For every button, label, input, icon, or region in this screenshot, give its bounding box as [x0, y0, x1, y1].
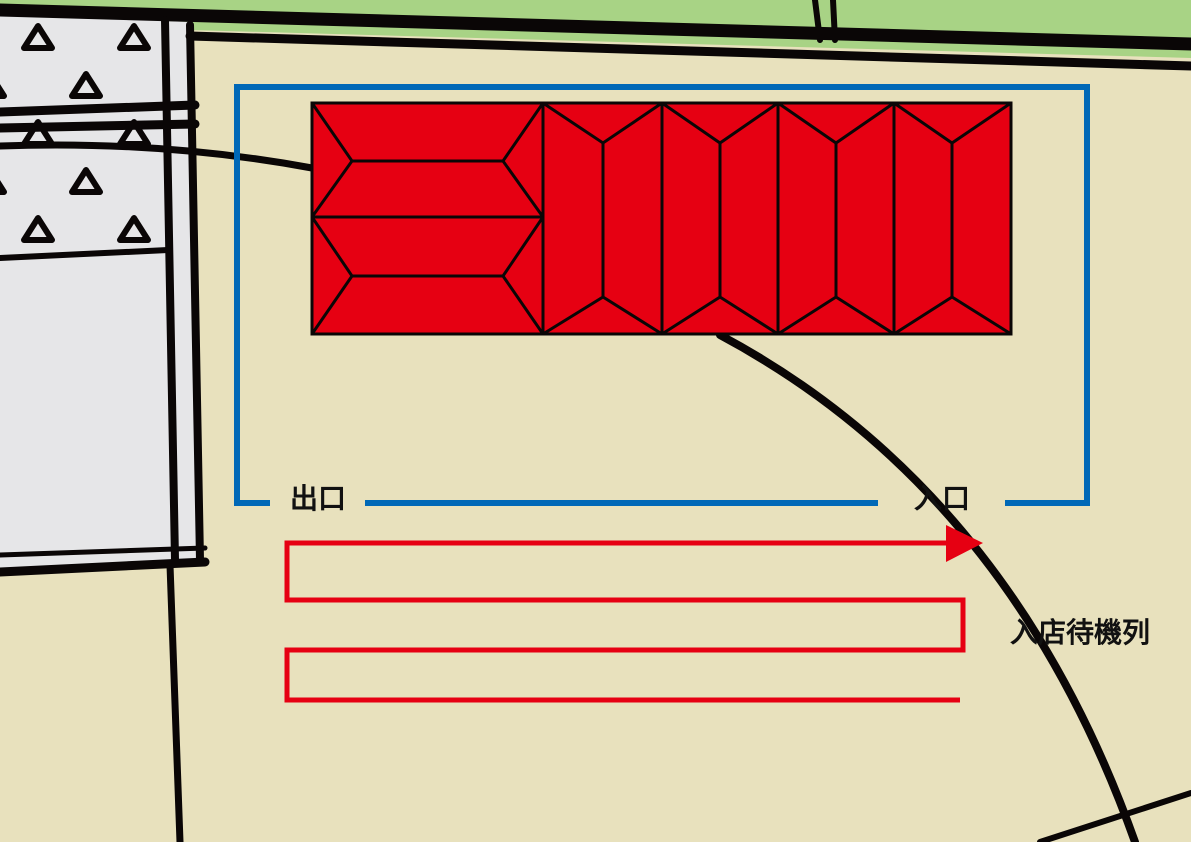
- queue-label: 入店待機列: [1010, 616, 1150, 649]
- exit-label: 出口: [290, 482, 346, 515]
- hatched-area: [0, 18, 168, 260]
- queue-path: [284, 525, 983, 703]
- entrance-label: 入口: [914, 482, 970, 515]
- arrow-icon: [946, 525, 983, 562]
- site-boundary: [234, 84, 1090, 506]
- store-building: [310, 101, 1013, 336]
